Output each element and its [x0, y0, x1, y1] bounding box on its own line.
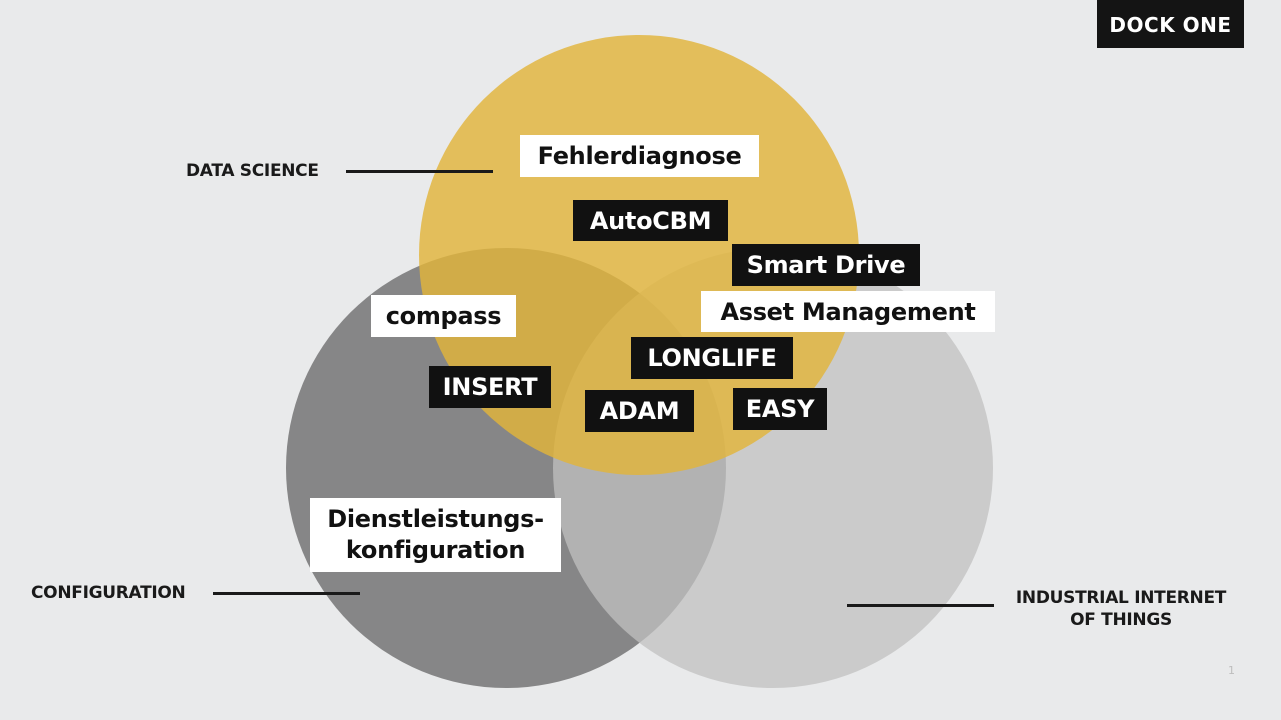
leader-line-iiot	[847, 604, 994, 607]
tag-dienstleistungskonfiguration: Dienstleistungs- konfiguration	[310, 498, 561, 572]
label-configuration: CONFIGURATION	[31, 583, 186, 603]
tag-adam: ADAM	[585, 390, 694, 432]
tag-asset-management: Asset Management	[701, 291, 995, 332]
page-number: 1	[1228, 664, 1235, 677]
tag-autocbm: AutoCBM	[573, 200, 728, 241]
label-industrial-internet-of-things: INDUSTRIAL INTERNET OF THINGS	[1006, 587, 1236, 631]
label-iiot-line1: INDUSTRIAL INTERNET	[1015, 588, 1227, 608]
tag-dienstleistungs-line2: konfiguration	[345, 536, 526, 564]
tag-longlife: LONGLIFE	[631, 337, 793, 379]
tag-easy: EASY	[733, 388, 827, 430]
leader-line-data-science	[346, 170, 493, 173]
tag-smart-drive: Smart Drive	[732, 244, 920, 286]
tag-fehlerdiagnose: Fehlerdiagnose	[520, 135, 759, 177]
tag-compass: compass	[371, 295, 516, 337]
tag-insert: INSERT	[429, 366, 551, 408]
leader-line-configuration	[213, 592, 360, 595]
label-iiot-line2: OF THINGS	[1070, 610, 1172, 630]
logo-text: DOCK ONE	[1109, 13, 1232, 37]
tag-dienstleistungs-line1: Dienstleistungs-	[327, 505, 544, 533]
label-data-science: DATA SCIENCE	[186, 161, 319, 181]
dock-one-logo: DOCK ONE	[1097, 0, 1244, 48]
